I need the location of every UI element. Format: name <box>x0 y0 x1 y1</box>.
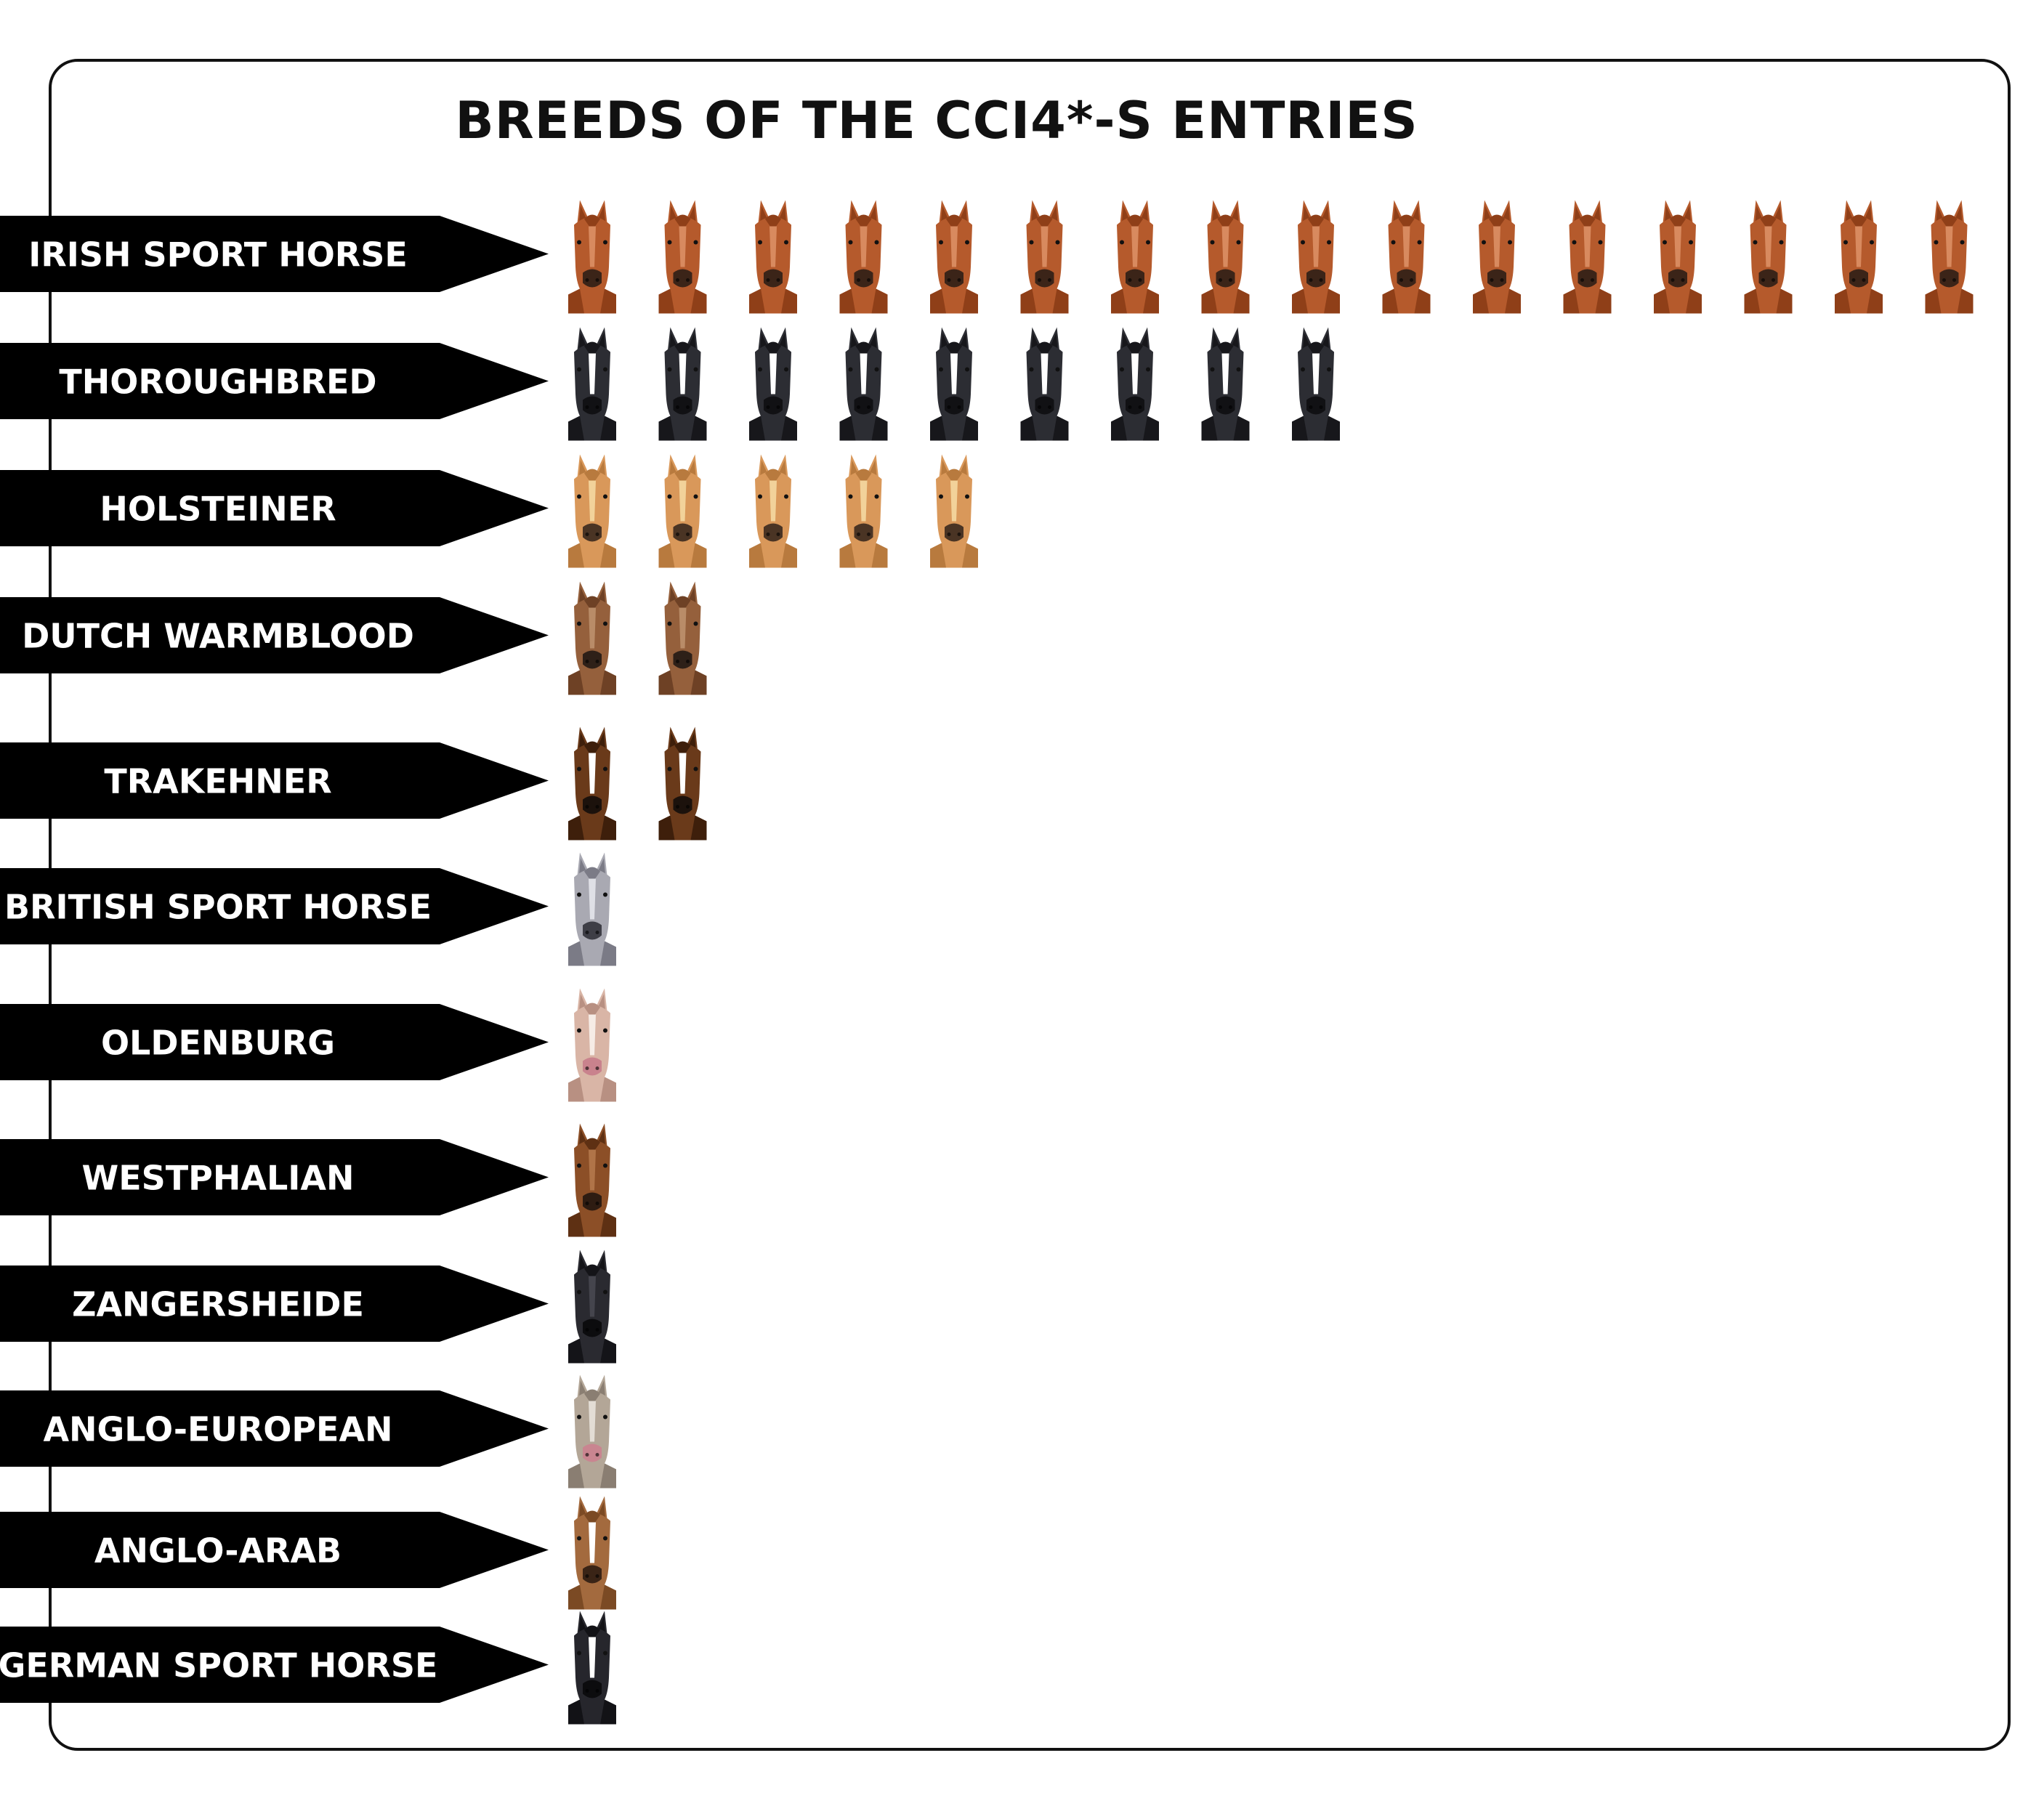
horse-head-icon <box>1201 327 1250 441</box>
horse-head-icon <box>568 1374 616 1489</box>
horse-head-icon <box>658 200 707 314</box>
tick-label: THOROUGHBRED <box>59 363 376 402</box>
horse-head-icon <box>568 1250 616 1364</box>
horse-head-icon <box>1563 200 1612 314</box>
tick-label: IRISH SPORT HORSE <box>28 235 408 275</box>
horse-head-icon <box>749 454 797 568</box>
horse-head-icon <box>1473 200 1521 314</box>
horse-head-icon <box>568 726 616 841</box>
horse-head-icon <box>1835 200 1883 314</box>
category-tag: TRAKEHNER <box>0 742 549 819</box>
category-tag: IRISH SPORT HORSE <box>0 216 549 292</box>
horse-head-icon <box>658 581 707 695</box>
tick-label: WESTPHALIAN <box>81 1159 354 1198</box>
horse-head-icon <box>568 581 616 695</box>
horse-head-icon <box>1744 200 1793 314</box>
horse-head-icon <box>568 1496 616 1610</box>
horse-head-icon <box>1292 200 1340 314</box>
horse-head-icon <box>930 200 978 314</box>
tick-label: HOLSTEINER <box>100 490 336 529</box>
horse-head-icon <box>568 327 616 441</box>
horse-head-icon <box>658 726 707 841</box>
horse-head-icon <box>568 852 616 966</box>
horse-head-icon <box>1925 200 1974 314</box>
horse-head-icon <box>839 454 888 568</box>
horse-head-icon <box>1382 200 1431 314</box>
horse-head-icon <box>1020 200 1069 314</box>
horse-head-icon <box>1111 200 1159 314</box>
horse-head-icon <box>658 454 707 568</box>
tick-label: GERMAN SPORT HORSE <box>0 1646 437 1685</box>
chart-title: BREEDS OF THE CCI4*-S ENTRIES <box>455 91 1418 150</box>
category-tag: BRITISH SPORT HORSE <box>0 868 549 944</box>
category-tag: GERMAN SPORT HORSE <box>0 1627 549 1703</box>
horse-head-icon <box>1654 200 1702 314</box>
tick-label: TRAKEHNER <box>104 762 331 801</box>
horse-head-icon <box>1292 327 1340 441</box>
category-tag: ANGLO-EUROPEAN <box>0 1390 549 1467</box>
horse-head-icon <box>749 327 797 441</box>
tick-label: DUTCH WARMBLOOD <box>22 617 414 656</box>
category-tag: OLDENBURG <box>0 1004 549 1080</box>
horse-head-icon <box>568 988 616 1102</box>
category-tag: ANGLO-ARAB <box>0 1512 549 1588</box>
tick-label: ANGLO-ARAB <box>94 1531 342 1571</box>
horse-head-icon <box>749 200 797 314</box>
horse-head-icon <box>658 327 707 441</box>
category-tag: THOROUGHBRED <box>0 343 549 419</box>
horse-head-icon <box>930 327 978 441</box>
horse-head-icon <box>1111 327 1159 441</box>
tick-label: BRITISH SPORT HORSE <box>4 888 432 927</box>
horse-head-icon <box>568 1611 616 1725</box>
horse-head-icon <box>568 454 616 568</box>
horse-head-icon <box>930 454 978 568</box>
tick-label: OLDENBURG <box>101 1024 335 1063</box>
category-tag: WESTPHALIAN <box>0 1139 549 1215</box>
horse-head-icon <box>1201 200 1250 314</box>
tick-label: ANGLO-EUROPEAN <box>43 1410 392 1449</box>
category-tag: DUTCH WARMBLOOD <box>0 597 549 673</box>
horse-head-icon <box>568 200 616 314</box>
category-tag: HOLSTEINER <box>0 470 549 546</box>
horse-head-icon <box>568 1123 616 1237</box>
category-tag: ZANGERSHEIDE <box>0 1266 549 1342</box>
horse-head-icon <box>1020 327 1069 441</box>
horse-head-icon <box>839 200 888 314</box>
horse-head-icon <box>839 327 888 441</box>
tick-label: ZANGERSHEIDE <box>72 1285 364 1324</box>
